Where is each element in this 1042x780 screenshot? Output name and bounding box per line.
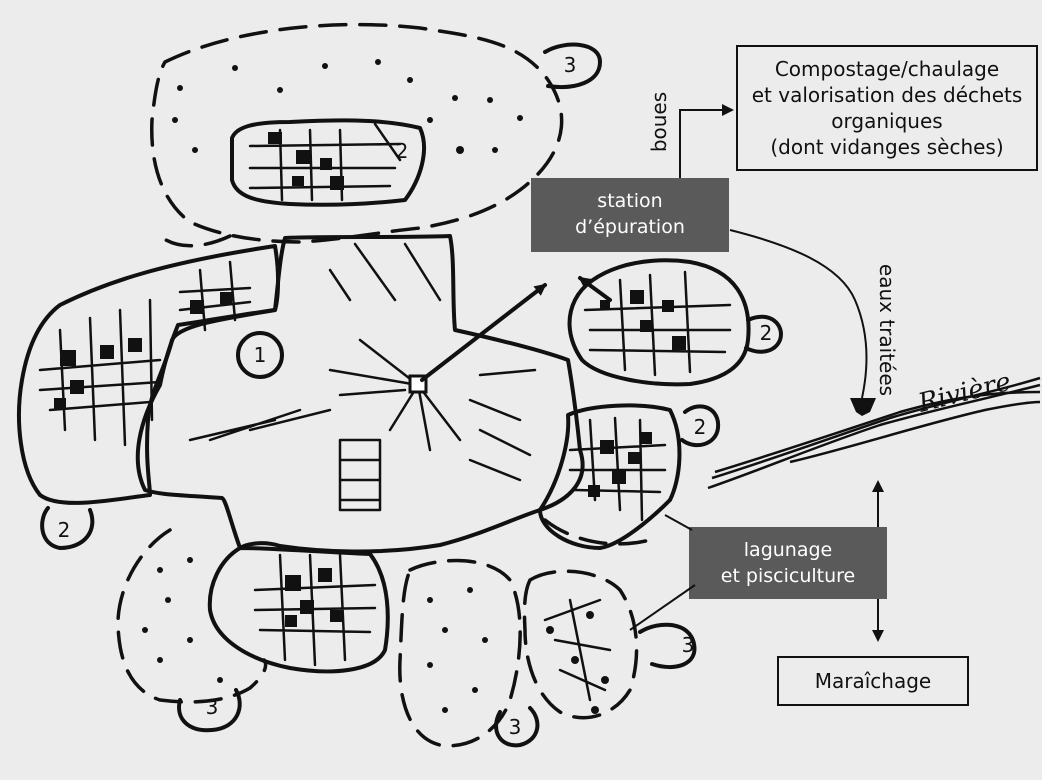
boues-label: boues xyxy=(647,92,671,152)
lagunage-pointers xyxy=(629,514,696,631)
zone-2-bottom xyxy=(207,546,390,674)
svg-text:2: 2 xyxy=(58,518,71,542)
central-arrows xyxy=(420,276,612,382)
svg-text:et valorisation des déchets: et valorisation des déchets xyxy=(752,83,1023,107)
svg-text:3: 3 xyxy=(682,633,695,657)
eaux-traitees-arrow: eaux traitées xyxy=(729,229,899,416)
svg-text:2: 2 xyxy=(760,321,773,345)
riviere-label: Rivière xyxy=(914,367,1014,419)
zone-2-right-mid-badge: 2 xyxy=(680,404,721,448)
svg-text:3: 3 xyxy=(564,53,577,77)
zone-2-right-top-badge: 2 xyxy=(744,314,783,354)
boues-arrow: boues xyxy=(647,92,734,178)
lagunage-box: lagunage et pisciculture xyxy=(689,527,887,599)
zone-1-central xyxy=(135,234,585,554)
svg-text:organiques: organiques xyxy=(831,109,942,133)
svg-text:et pisciculture: et pisciculture xyxy=(721,565,855,587)
svg-text:2: 2 xyxy=(396,139,409,163)
zone-3-bottom-right-badge: 3 xyxy=(638,622,697,670)
zone-3-bottom-right xyxy=(522,569,639,720)
zone-2-left xyxy=(17,244,281,505)
svg-text:Compostage/chaulage: Compostage/chaulage xyxy=(775,57,999,81)
zone-3-top xyxy=(150,22,564,248)
svg-text:3: 3 xyxy=(206,695,219,719)
zone-3-bottom-left xyxy=(116,528,268,704)
zone-1-badge: 1 xyxy=(236,331,284,379)
svg-text:1: 1 xyxy=(254,343,267,367)
svg-text:(dont vidanges sèches): (dont vidanges sèches) xyxy=(770,135,1003,159)
zone-2-right-mid xyxy=(538,403,682,550)
river: Rivière xyxy=(707,367,1041,490)
zone-3-bottom-mid-badge: 3 xyxy=(494,706,540,748)
zone-3-bottom-left-badge: 3 xyxy=(177,688,242,733)
zone-2-left-badge: 2 xyxy=(40,506,95,550)
svg-text:3: 3 xyxy=(509,715,522,739)
zone-3-bottom-mid xyxy=(398,558,522,748)
compost-box: Compostage/chaulage et valorisation des … xyxy=(736,45,1038,171)
zone-2-top-inner: 2 xyxy=(230,118,426,207)
zone-2-right-top xyxy=(567,258,751,387)
svg-text:Maraîchage: Maraîchage xyxy=(815,669,931,693)
zone-3-top-badge: 3 xyxy=(543,42,602,89)
svg-text:station: station xyxy=(597,190,662,212)
station-box: station d’épuration xyxy=(531,178,729,252)
eaux-traitees-label: eaux traitées xyxy=(875,264,899,396)
svg-text:d’épuration: d’épuration xyxy=(575,216,685,238)
svg-text:2: 2 xyxy=(694,415,707,439)
svg-text:lagunage: lagunage xyxy=(744,539,832,561)
maraichage-box: Maraîchage xyxy=(777,656,969,706)
